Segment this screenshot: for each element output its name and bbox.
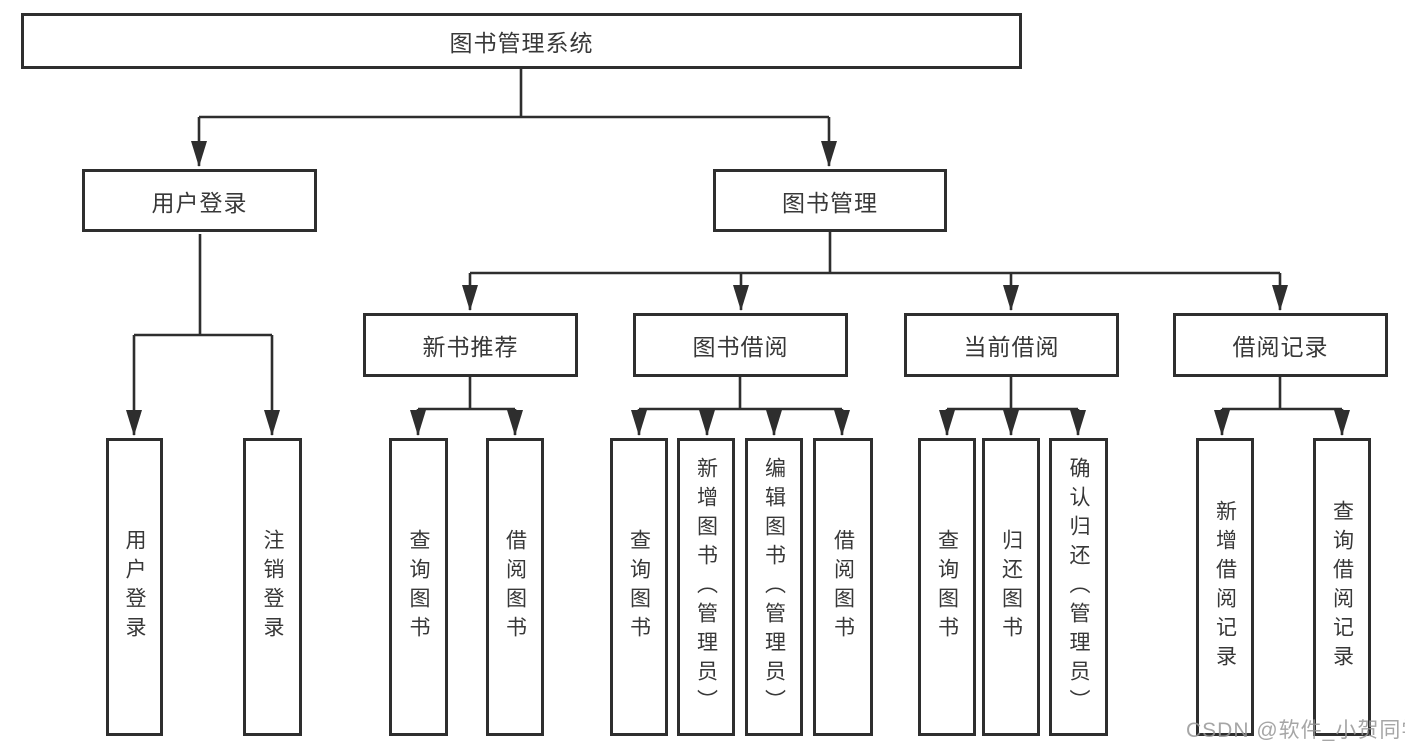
node-book-management: 图书管理 (713, 169, 947, 232)
node-new-book-recommend: 新书推荐 (363, 313, 578, 377)
node-leaf-user-login: 用户登录 (106, 438, 163, 736)
node-leaf-logout: 注销登录 (243, 438, 302, 736)
node-leaf-add-borrow-record: 新增借阅记录 (1196, 438, 1254, 736)
node-leaf-return-books: 归还图书 (982, 438, 1040, 736)
node-leaf-query-books-borrowing: 查询图书 (610, 438, 668, 736)
node-leaf-edit-books-admin: 编辑图书（管理员） (745, 438, 803, 736)
node-borrowing-records: 借阅记录 (1173, 313, 1388, 377)
watermark-text: CSDN @软件_小贺同学 (1186, 719, 1405, 742)
node-book-borrowing: 图书借阅 (633, 313, 848, 377)
node-current-borrowing: 当前借阅 (904, 313, 1119, 377)
node-leaf-query-books-recommend: 查询图书 (389, 438, 448, 736)
node-leaf-confirm-return-admin: 确认归还（管理员） (1049, 438, 1108, 736)
node-leaf-query-books-current: 查询图书 (918, 438, 976, 736)
node-leaf-borrow-books: 借阅图书 (813, 438, 873, 736)
node-user-login: 用户登录 (82, 169, 317, 232)
node-library-management-system: 图书管理系统 (21, 13, 1022, 69)
node-leaf-borrow-books-recommend: 借阅图书 (486, 438, 544, 736)
node-leaf-query-borrow-record: 查询借阅记录 (1313, 438, 1371, 736)
node-leaf-add-books-admin: 新增图书（管理员） (677, 438, 735, 736)
